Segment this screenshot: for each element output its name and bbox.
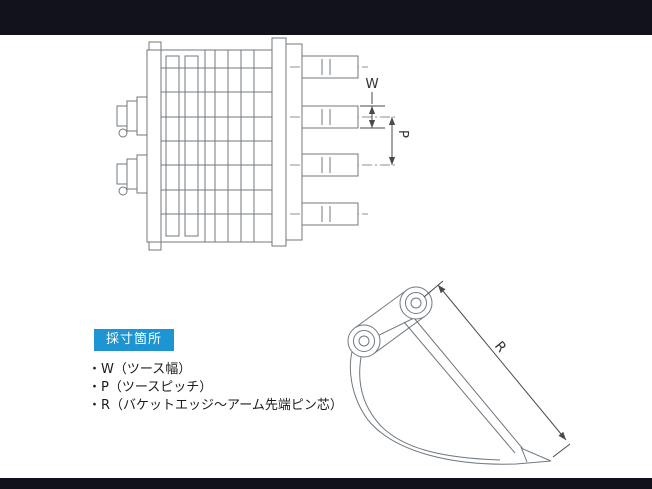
left-pin-upper <box>116 96 148 138</box>
bottom-letterbox-bar <box>0 478 652 489</box>
bucket-top-view <box>116 37 398 251</box>
top-letterbox-bar <box>0 0 652 35</box>
bucket-teeth-top-view <box>290 55 398 226</box>
bucket-shell-outline <box>349 317 552 465</box>
p-label: P <box>395 130 411 138</box>
pin-boss-link <box>354 289 426 355</box>
tooth-2 <box>301 105 359 129</box>
p-dimension: P <box>388 117 411 165</box>
arm-pin-boss <box>399 286 433 320</box>
tooth-1 <box>301 55 359 79</box>
tooth-3 <box>301 153 359 177</box>
w-label: W <box>365 76 378 92</box>
tooth-4 <box>301 202 359 226</box>
measurement-legend: ・W（ツース幅） ・P（ツースピッチ） ・R（バケットエッジ〜アーム先端ピン芯） <box>88 361 343 415</box>
bucket-side-view <box>347 286 552 465</box>
bucket-body-top <box>146 41 273 251</box>
legend-item-tooth-pitch: ・P（ツースピッチ） <box>88 380 213 395</box>
w-dimension: W <box>360 76 385 129</box>
legend-item-edge-to-pin: ・R（バケットエッジ〜アーム先端ピン芯） <box>88 398 343 413</box>
link-pin-boss <box>347 324 381 358</box>
left-pin-lower <box>116 154 148 196</box>
measurement-points-badge: 採寸箇所 <box>94 329 175 351</box>
legend-item-tooth-width: ・W（ツース幅） <box>88 362 192 377</box>
cutting-edge-plate <box>271 37 303 247</box>
